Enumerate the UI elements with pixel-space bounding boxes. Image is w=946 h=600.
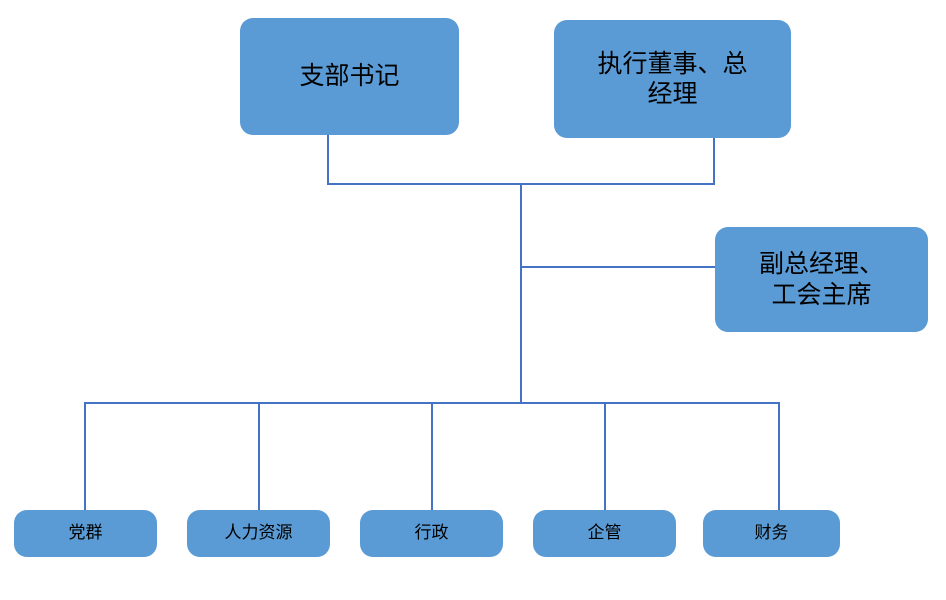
connector-main-spine — [520, 183, 522, 404]
node-executive-director-general-manager[interactable]: 执行董事、总 经理 — [554, 20, 791, 138]
node-administration[interactable]: 行政 — [360, 510, 503, 557]
connector-party-mass-drop — [84, 402, 86, 510]
connector-finance-drop — [778, 402, 780, 510]
node-finance[interactable]: 财务 — [703, 510, 840, 557]
connector-human-resources-drop — [258, 402, 260, 510]
node-deputy-general-manager-union-chairman[interactable]: 副总经理、 工会主席 — [715, 227, 928, 332]
connector-enterprise-mgmt-drop — [604, 402, 606, 510]
connector-executive-director-drop — [713, 138, 715, 185]
node-party-and-mass-work[interactable]: 党群 — [14, 510, 157, 557]
connector-administration-drop — [431, 402, 433, 510]
node-party-secretary[interactable]: 支部书记 — [240, 18, 459, 135]
node-human-resources[interactable]: 人力资源 — [187, 510, 330, 557]
connector-deputy-gm-branch — [520, 266, 715, 268]
connector-party-secretary-drop — [327, 134, 329, 185]
node-enterprise-management[interactable]: 企管 — [533, 510, 676, 557]
